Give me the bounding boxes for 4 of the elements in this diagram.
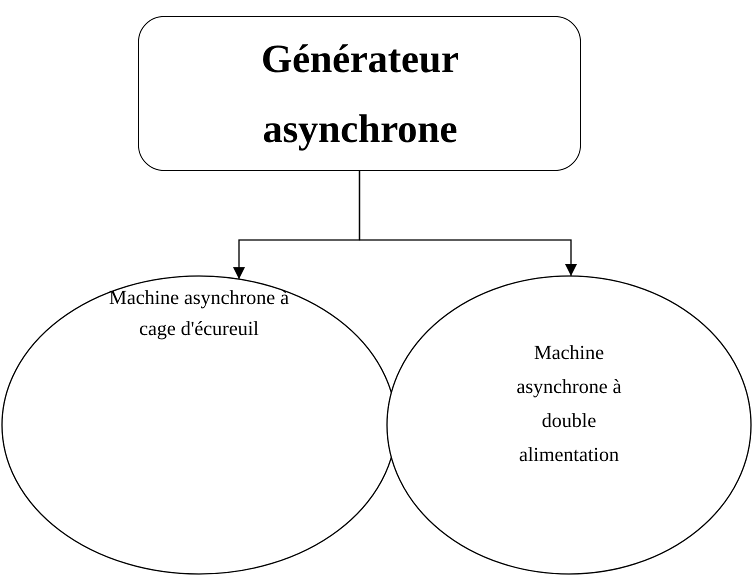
- rounded-box: [138, 16, 581, 171]
- arrow: [358, 171, 577, 276]
- node-label: Machine asynchrone à double alimentation: [516, 341, 622, 468]
- title-text: Générateur asynchrone: [260, 35, 460, 153]
